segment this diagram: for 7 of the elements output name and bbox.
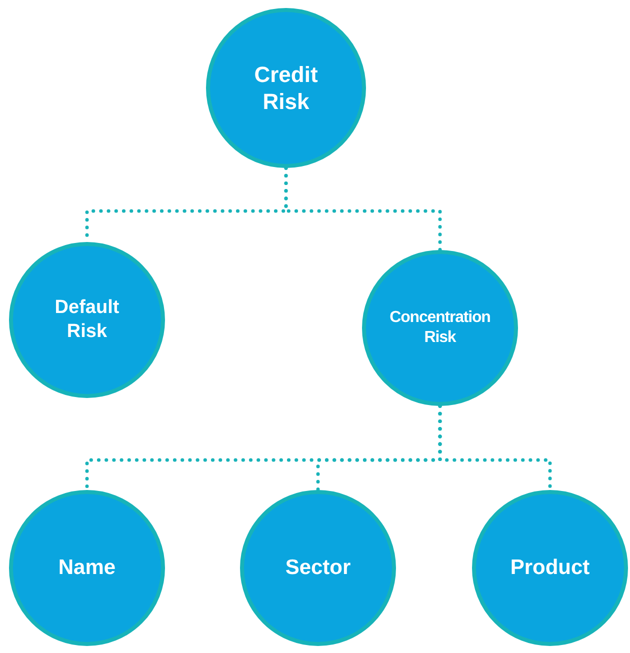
node-label: Credit Risk xyxy=(253,60,319,116)
node-label: Product xyxy=(510,554,590,581)
node-label: Concentration Risk xyxy=(388,308,492,348)
node-label: Default Risk xyxy=(54,296,120,344)
connector-line xyxy=(284,166,442,252)
node-label: Sector xyxy=(285,554,351,581)
node-label: Name xyxy=(58,554,116,581)
